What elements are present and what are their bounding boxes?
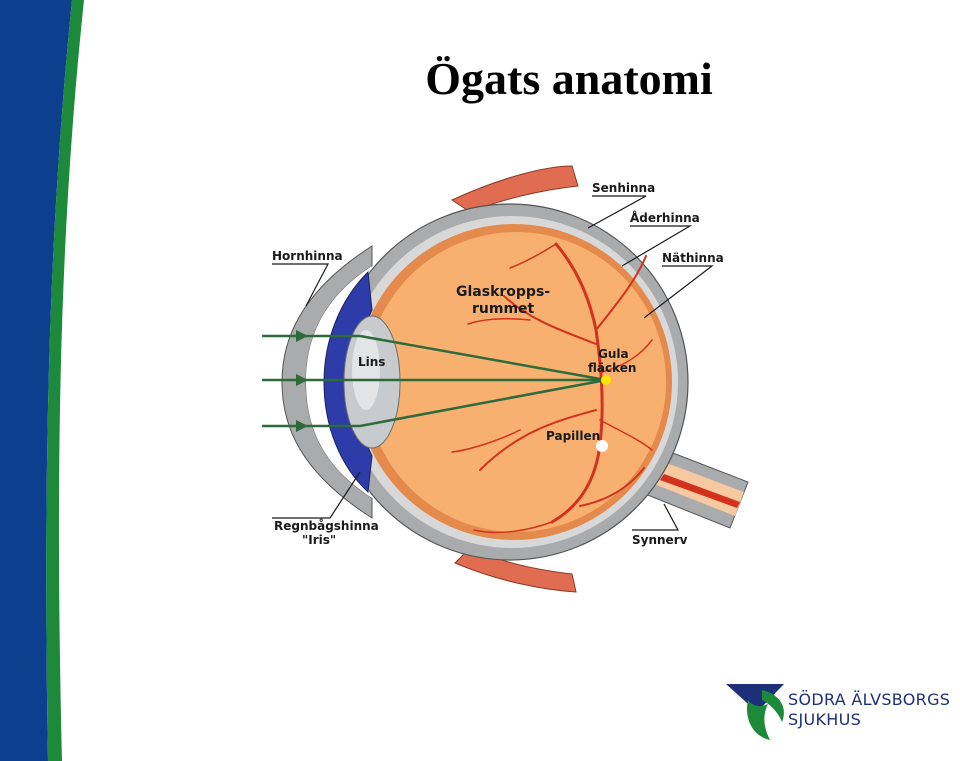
- vitreous-body: [366, 232, 666, 532]
- label-gula-line1: Gula: [598, 347, 629, 361]
- label-lins: Lins: [358, 355, 385, 369]
- lens-highlight: [352, 330, 380, 410]
- light-rays: [262, 334, 607, 428]
- hospital-logo-line2: SJUKHUS: [788, 710, 862, 729]
- label-glaskropps-line2: rummet: [472, 301, 535, 317]
- label-senhinna: Senhinna: [592, 181, 655, 195]
- leader-lines: [272, 195, 714, 531]
- label-hornhinna: Hornhinna: [272, 249, 343, 263]
- label-glaskropps-line1: Glaskropps-: [456, 284, 550, 300]
- anterior-chamber: [306, 266, 372, 498]
- upper-eye-muscle: [450, 165, 579, 213]
- label-regnbagshinna-line1: Regnbågshinna: [274, 519, 379, 533]
- retinal-vessels: [451, 242, 653, 534]
- hospital-logo-mark: [726, 684, 784, 740]
- label-gula-line2: fläcken: [588, 361, 636, 375]
- label-papillen: Papillen: [546, 429, 600, 443]
- band-green-stripe: [46, 0, 84, 761]
- macula: [601, 375, 611, 385]
- label-aderhinna: Åderhinna: [630, 210, 700, 225]
- band-blue-stripe: [0, 0, 72, 761]
- label-regnbagshinna-line2: "Iris": [302, 533, 336, 547]
- label-synnerv: Synnerv: [632, 533, 688, 547]
- label-nathinna: Näthinna: [662, 251, 724, 265]
- optic-disc: [596, 440, 608, 452]
- hospital-logo-line1: SÖDRA ÄLVSBORGS: [788, 690, 951, 709]
- slide-title: Ögats anatomi: [425, 53, 713, 104]
- optic-nerve: [639, 447, 749, 529]
- light-ray-arrows: [296, 330, 308, 432]
- left-decorative-band: [0, 0, 84, 761]
